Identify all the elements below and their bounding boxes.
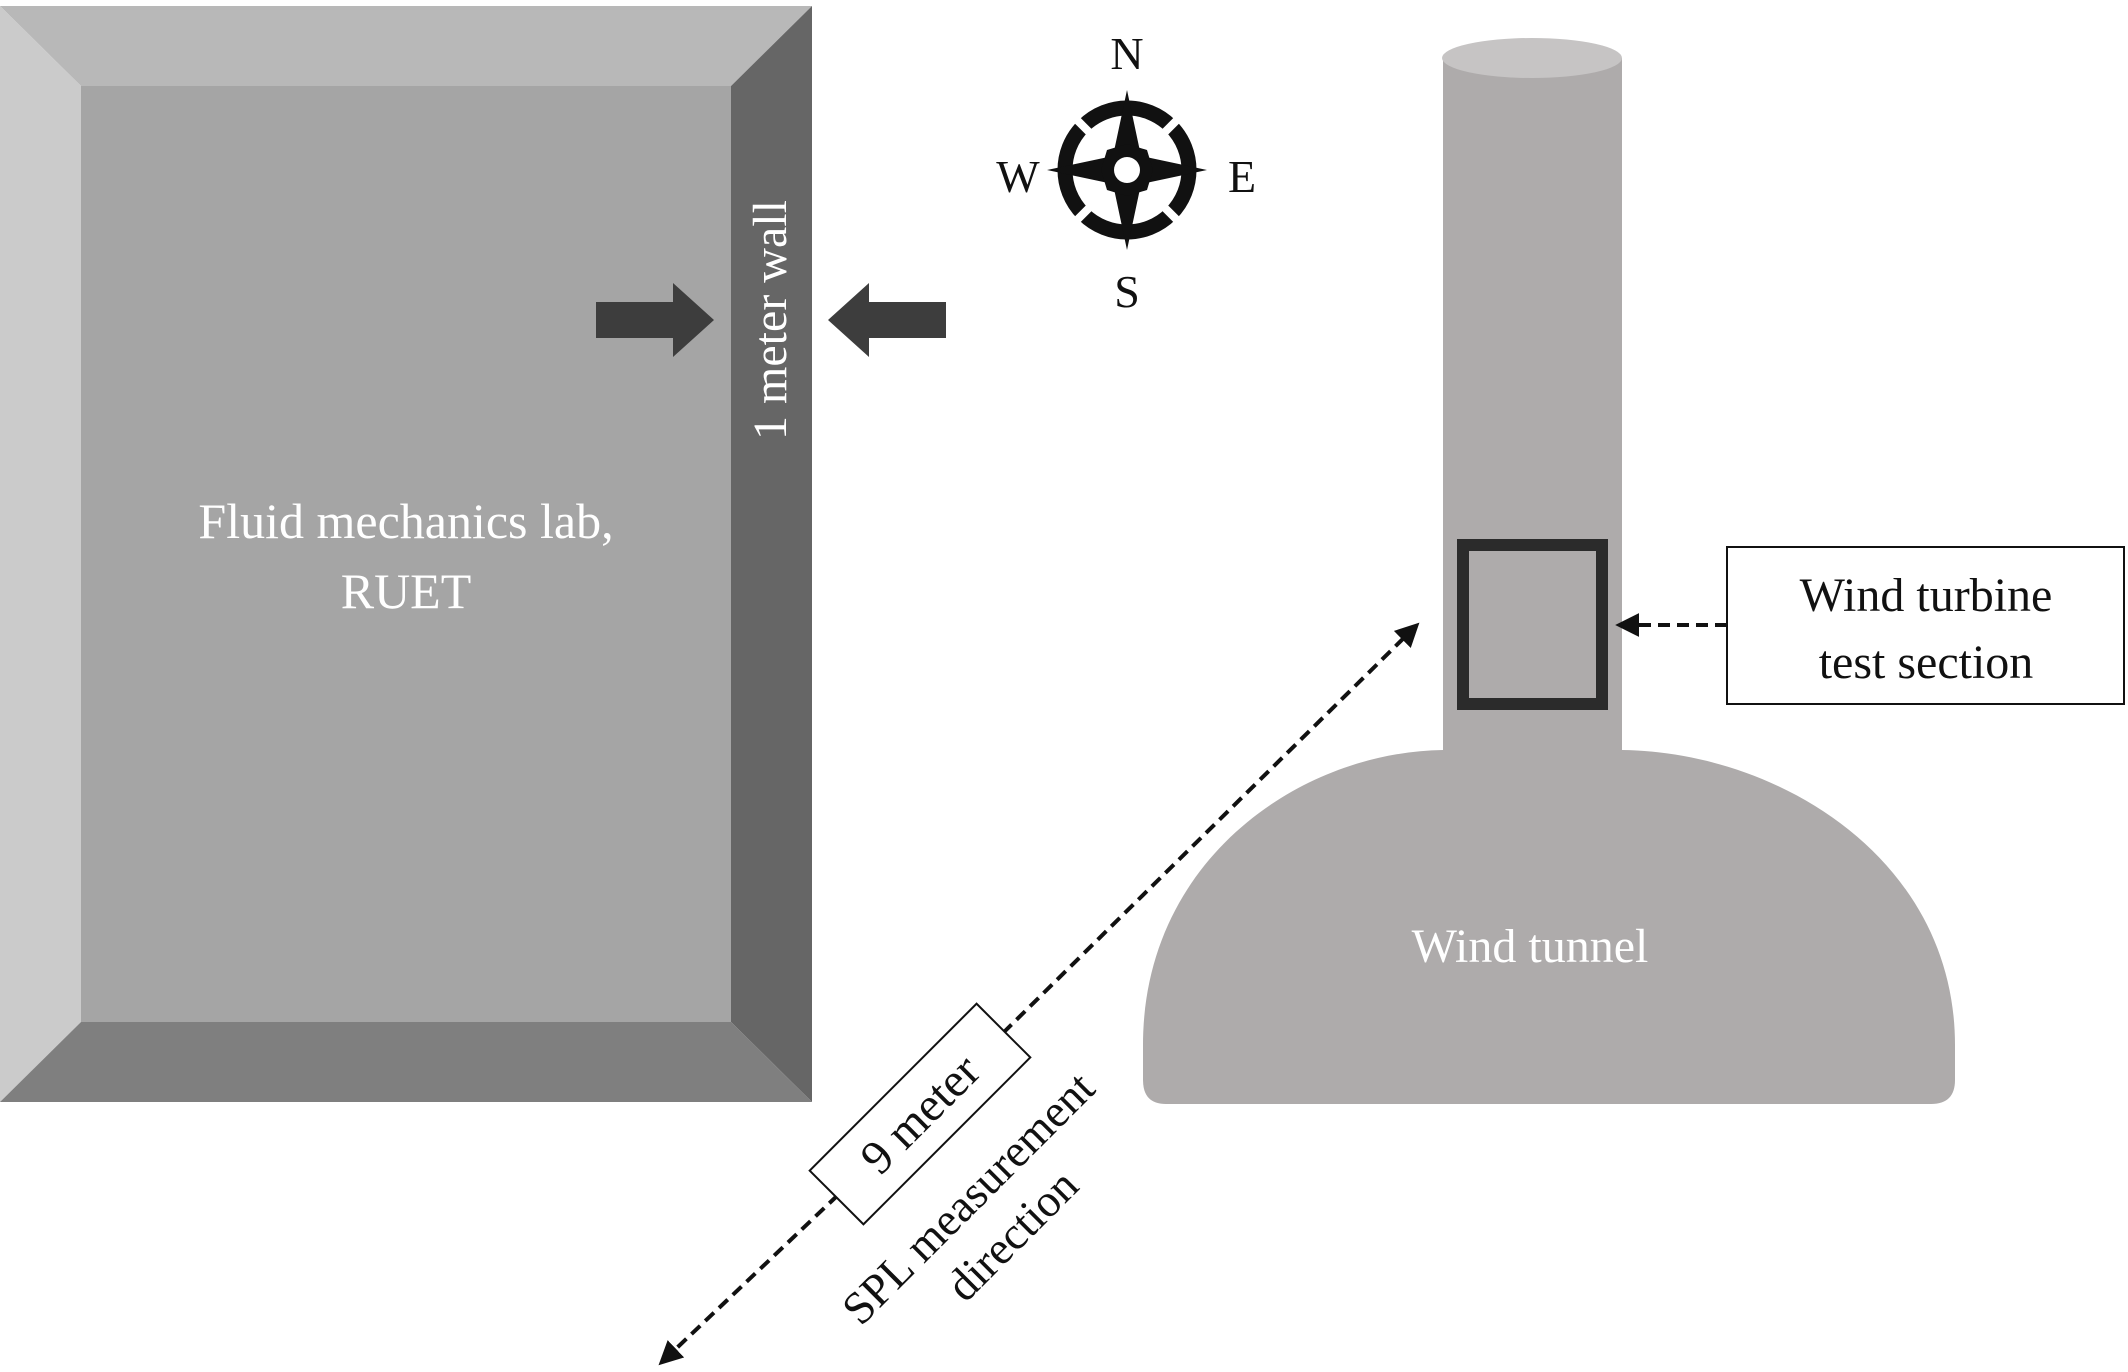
lab-bevel-top — [0, 6, 812, 86]
compass-west-label: W — [996, 151, 1040, 202]
tunnel-label: Wind tunnel — [1412, 920, 1649, 973]
compass-rose-icon — [1047, 90, 1207, 250]
test-section-window — [1457, 539, 1608, 710]
wind-tunnel: Wind tunnel — [1143, 38, 1955, 1104]
arrow-left-icon — [828, 283, 946, 357]
lab-bevel-bottom — [0, 1022, 812, 1102]
distance-label-box — [808, 1002, 1032, 1226]
lab-name-line1: Fluid mechanics lab, — [198, 493, 613, 549]
wall-arrow-left — [828, 283, 946, 357]
lab-building: Fluid mechanics lab, RUET 1 meter wall — [0, 6, 812, 1102]
arrow-right-icon — [596, 283, 714, 357]
compass-north-label: N — [1110, 28, 1143, 79]
wall-arrow-right — [596, 283, 714, 357]
lab-bevel-left — [0, 6, 81, 1102]
wall-label: 1 meter wall — [744, 200, 797, 440]
test-section-label-line1: Wind turbine — [1800, 569, 2053, 622]
tunnel-top-opening — [1442, 38, 1622, 78]
lab-name-line2: RUET — [341, 563, 472, 619]
lab-bevel-right — [731, 6, 812, 1102]
compass-east-label: E — [1228, 151, 1256, 202]
test-section-label-box — [1726, 546, 2125, 705]
compass-south-label: S — [1114, 266, 1140, 317]
compass: N S E W — [996, 28, 1256, 317]
test-section-callout: Wind turbine test section — [1615, 546, 2125, 705]
measurement-dashed-line-upper — [1001, 622, 1420, 1035]
measurement-dashed-line-lower — [658, 1193, 840, 1366]
tunnel-body — [1143, 58, 1955, 1104]
test-section-label-line2: test section — [1819, 636, 2034, 689]
lab-face — [81, 86, 731, 1022]
